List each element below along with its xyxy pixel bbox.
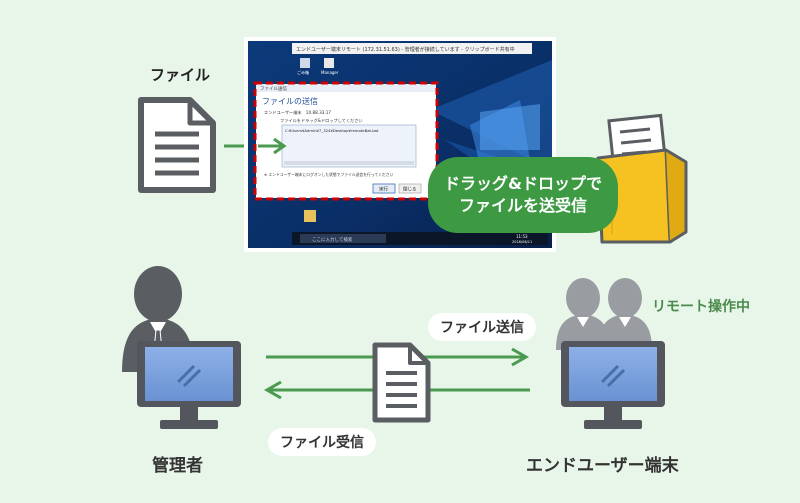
- clock-date: 2018/06/11: [512, 240, 532, 244]
- desktop-icon-label: Manager: [321, 70, 339, 75]
- dialog-title: ファイルの送信: [262, 96, 318, 106]
- file-receive-label: ファイル受信: [268, 428, 376, 456]
- desktop-icon-label: ごみ箱: [297, 69, 309, 75]
- arrow-right-icon: [258, 137, 287, 155]
- file-label: ファイル: [150, 66, 211, 84]
- drag-drop-callout: ドラッグ&ドロップで ファイルを送受信: [428, 157, 618, 233]
- dialog-note: ※ エンドユーザー端末にログオンした状態でファイル送信を行ってください: [264, 172, 394, 177]
- admin-label: 管理者: [152, 456, 203, 476]
- file-send-dialog: ファイル送信 ファイルの送信 エンドユーザー端末 10.88.33.17 ファイ…: [256, 84, 436, 198]
- folder-icon: [596, 113, 688, 244]
- remote-operating-label: リモート操作中: [652, 299, 750, 315]
- clock-time: 11:53: [516, 234, 528, 239]
- file-path: C:¥Users¥Admin¥7_324¥Desktop¥remoteBat.b…: [285, 128, 379, 133]
- monitor-icon: [137, 341, 241, 429]
- close-button[interactable]: 閉じる: [398, 183, 422, 194]
- person-icon: [556, 278, 652, 350]
- window-title: エンドユーザー端末リモート (172.31.51.63) - 管理者が接続してい…: [296, 46, 515, 53]
- file-send-label: ファイル送信: [428, 313, 536, 341]
- dialog-header: ファイル送信: [260, 85, 287, 92]
- instruction-text: ファイルをドラッグ&ドロップしてください: [280, 117, 363, 124]
- drag-drop-line-2: ファイルを送受信: [458, 196, 587, 215]
- terminal-line: エンドユーザー端末 10.88.33.17: [264, 109, 331, 116]
- end-user-terminal-label: エンドユーザー端末: [526, 456, 679, 476]
- document-icon: [372, 342, 431, 423]
- monitor-icon: [561, 341, 665, 429]
- document-icon: [138, 97, 216, 193]
- close-button-label: 閉じる: [403, 187, 417, 193]
- send-button[interactable]: 実行: [372, 183, 396, 194]
- highlight-frame: [253, 81, 439, 201]
- taskbar-search: ここに入力して検索: [312, 236, 353, 243]
- send-button-label: 実行: [379, 186, 388, 193]
- drag-drop-line-1: ドラッグ&ドロップで: [444, 174, 602, 193]
